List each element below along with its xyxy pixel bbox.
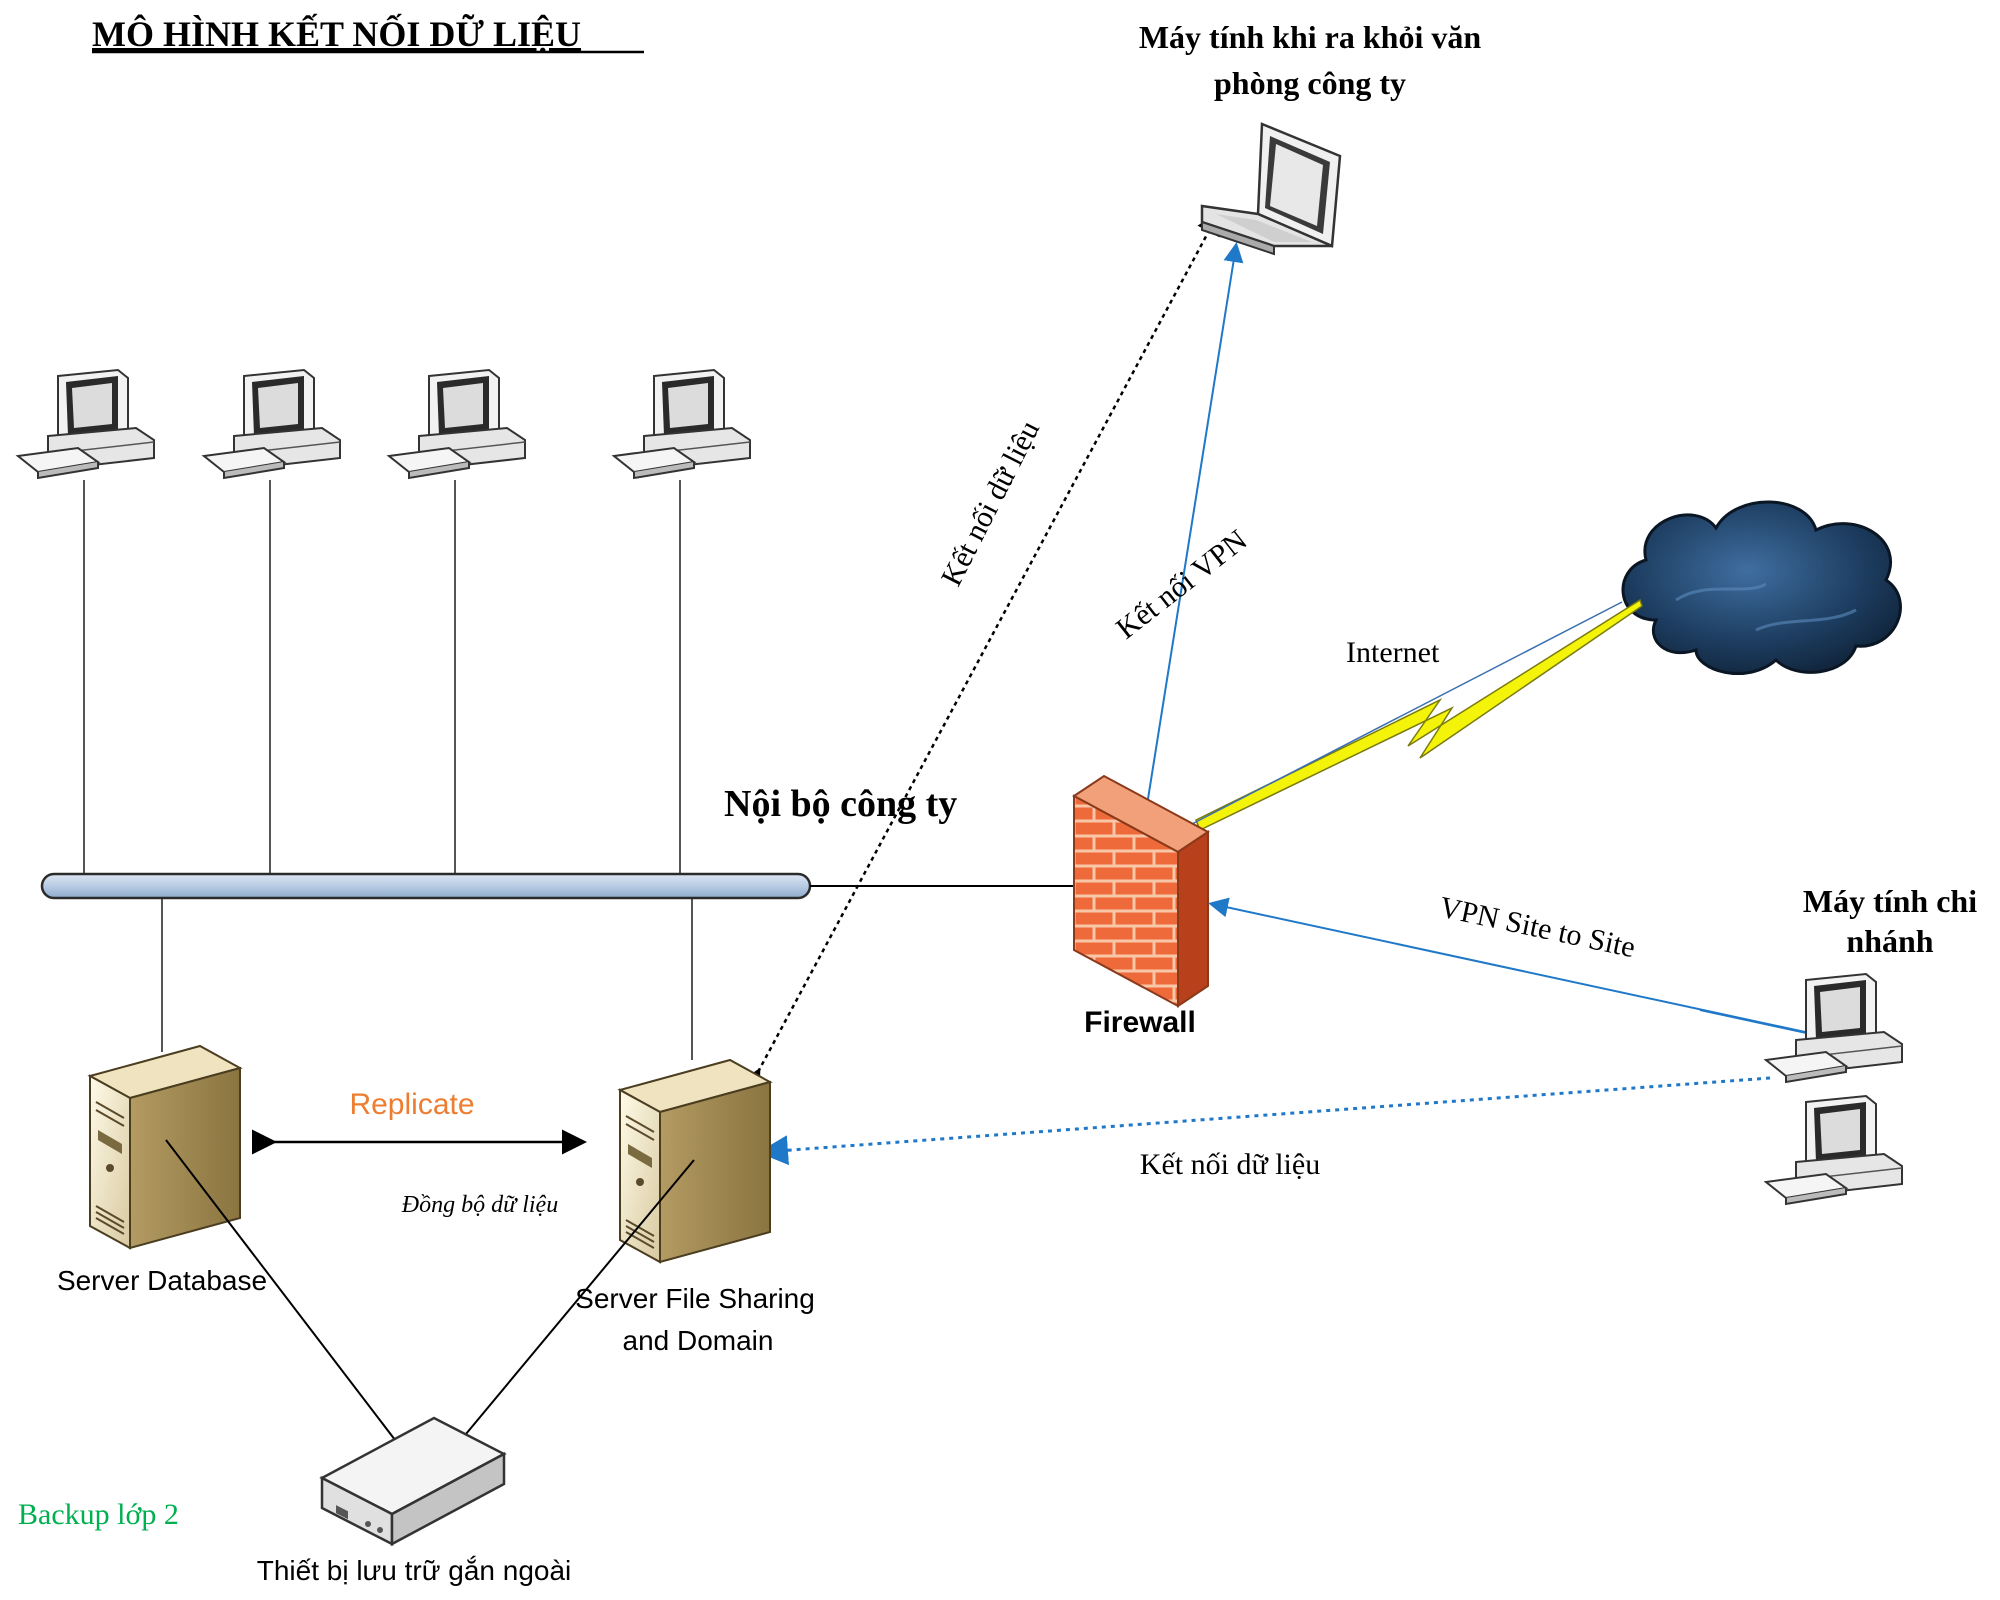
backup-line-database <box>165 1139 421 1474</box>
vpn-connection-line <box>1131 242 1244 842</box>
sync-label: Đồng bộ dữ liệu <box>401 1192 558 1218</box>
workstation-links <box>83 480 693 1060</box>
branch-label-line1: Máy tính chi <box>1803 883 1977 919</box>
backup-label: Backup lớp 2 <box>18 1498 179 1531</box>
backup-line-fileserver <box>433 1159 695 1474</box>
lan-bus <box>40 872 812 900</box>
branch-data-line <box>758 1076 1771 1166</box>
laptop-icon <box>1200 122 1342 256</box>
branch-data-label: Kết nối dữ liệu <box>1140 1148 1320 1181</box>
desktop-icon <box>203 369 341 479</box>
server-file-label-line2: and Domain <box>623 1325 774 1356</box>
server-tower-icon <box>619 1059 771 1263</box>
external-storage-icon <box>319 1416 507 1547</box>
replicate-label: Replicate <box>349 1088 474 1121</box>
branch-label-line2: nhánh <box>1846 923 1933 959</box>
desktop-icon <box>388 369 526 479</box>
desktop-icon <box>17 369 155 479</box>
server-tower-icon <box>89 1045 241 1249</box>
server-database-label: Server Database <box>57 1265 267 1296</box>
desktop-icon <box>1765 1095 1903 1205</box>
server-file-label-line1: Server File Sharing <box>575 1283 815 1314</box>
remote-laptop-label-line1: Máy tính khi ra khỏi văn <box>1139 19 1482 55</box>
cloud-icon <box>1621 500 1902 676</box>
vpn-connection-label: Kết nối VPN <box>1110 523 1253 645</box>
desktop-icon <box>613 369 751 479</box>
firewall-label: Firewall <box>1084 1006 1196 1039</box>
lightning-bolt-icon <box>1191 598 1643 832</box>
data-connection-top-label: Kết nối dữ liệu <box>935 415 1046 591</box>
storage-label: Thiết bị lưu trữ gắn ngoài <box>257 1555 572 1586</box>
internet-label: Internet <box>1346 636 1440 669</box>
page-title: MÔ HÌNH KẾT NỐI DỮ LIỆU <box>92 13 581 54</box>
vpn-site-label: VPN Site to Site <box>1437 891 1639 965</box>
internal-network-label: Nội bộ công ty <box>724 783 957 825</box>
remote-laptop-label-line2: phòng công ty <box>1214 65 1406 101</box>
firewall-icon <box>1072 774 1210 1008</box>
